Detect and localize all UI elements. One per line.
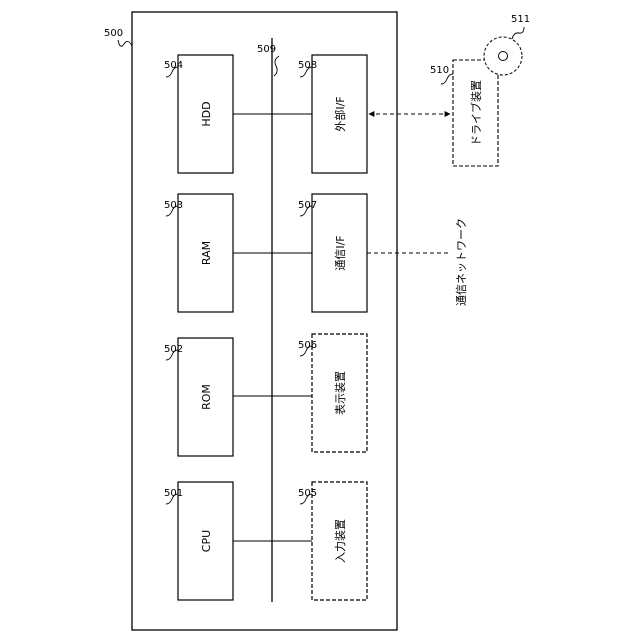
hdd-ref: 504 xyxy=(164,60,183,71)
medium-disc-hole xyxy=(499,52,508,61)
hdd-label: HDD xyxy=(200,101,213,126)
comm-if-label: 通信I/F xyxy=(334,235,347,270)
network-label: 通信ネットワーク xyxy=(455,218,468,306)
ram-label: RAM xyxy=(200,241,213,265)
medium-ref: 511 xyxy=(511,14,530,25)
rom-label: ROM xyxy=(200,384,213,410)
rom-ref: 502 xyxy=(164,344,183,355)
cpu-label: CPU xyxy=(200,530,213,552)
bus-ref: 509 xyxy=(257,44,276,55)
display-device-ref: 506 xyxy=(298,340,317,351)
input-device-ref: 505 xyxy=(298,488,317,499)
ext-if-ref: 508 xyxy=(298,60,317,71)
bus-ref-leader xyxy=(274,56,279,76)
comm-if-ref: 507 xyxy=(298,200,317,211)
medium-ref-leader xyxy=(512,27,524,39)
drive-device-label: ドライブ装置 xyxy=(469,80,483,146)
drive-device-ref: 510 xyxy=(430,65,449,76)
cpu-ref: 501 xyxy=(164,488,183,499)
ext-if-label: 外部I/F xyxy=(333,96,347,131)
system-ref: 500 xyxy=(104,28,123,39)
input-device-label: 入力装置 xyxy=(334,519,347,563)
display-device-label: 表示装置 xyxy=(333,371,347,415)
system-ref-leader xyxy=(118,40,132,46)
ram-ref: 503 xyxy=(164,200,183,211)
